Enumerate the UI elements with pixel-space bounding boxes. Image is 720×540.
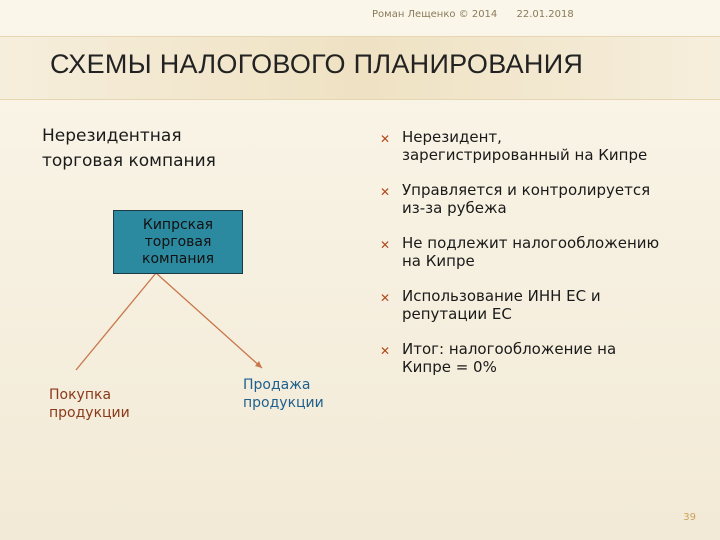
x-mark-icon: ✕ xyxy=(380,185,391,199)
bullet-line: Кипре = 0% xyxy=(402,358,497,376)
bullet-text: Не подлежит налогообложению на Кипре xyxy=(400,234,659,270)
bullet-item: ✕ Итог: налогообложение на Кипре = 0% xyxy=(380,340,710,376)
sale-line: продукции xyxy=(243,395,324,411)
bullet-line: Итог: налогообложение на xyxy=(402,340,617,358)
page-title: СХЕМЫ НАЛОГОВОГО ПЛАНИРОВАНИЯ xyxy=(50,49,584,79)
bullet-line: зарегистрированный на Кипре xyxy=(402,146,648,164)
company-box-line: торговая xyxy=(144,233,212,250)
bullet-text: Использование ИНН ЕС и репутации ЕС xyxy=(400,287,601,323)
bullet-line: Нерезидент, xyxy=(402,128,502,146)
purchase-line: Покупка xyxy=(49,387,112,403)
bullet-line: репутации ЕС xyxy=(402,305,512,323)
company-box-line: Кипрская xyxy=(142,216,214,233)
cyprus-company-box: Кипрская торговая компания xyxy=(113,210,243,274)
title-band xyxy=(0,36,720,100)
page-number: 39 xyxy=(683,512,696,523)
x-mark-icon: ✕ xyxy=(380,132,391,146)
bullet-line: Управляется и контролируется xyxy=(402,181,651,199)
bullet-line: из-за рубежа xyxy=(402,199,507,217)
bullet-item: ✕ Управляется и контролируется из-за руб… xyxy=(380,181,710,217)
connector-line-sell xyxy=(155,272,263,369)
left-heading-line: торговая компания xyxy=(42,151,216,171)
x-mark-icon: ✕ xyxy=(380,238,391,252)
sale-line: Продажа xyxy=(243,377,311,393)
bullet-line: Использование ИНН ЕС и xyxy=(402,287,601,305)
left-heading: Нерезидентная торговая компания xyxy=(42,124,302,174)
purchase-label: Покупка продукции xyxy=(49,386,130,422)
purchase-line: продукции xyxy=(49,405,130,421)
sale-label: Продажа продукции xyxy=(243,376,324,412)
x-mark-icon: ✕ xyxy=(380,291,391,305)
bullet-line: на Кипре xyxy=(402,252,475,270)
arrowhead-icon xyxy=(255,361,262,368)
x-mark-icon: ✕ xyxy=(380,344,391,358)
bullet-list: ✕ Нерезидент, зарегистрированный на Кипр… xyxy=(380,128,710,393)
date-label: 22.01.2018 xyxy=(516,9,574,20)
bullet-item: ✕ Нерезидент, зарегистрированный на Кипр… xyxy=(380,128,710,164)
bullet-line: Не подлежит налогообложению xyxy=(402,234,660,252)
bullet-text: Управляется и контролируется из-за рубеж… xyxy=(400,181,650,217)
connector-line-buy xyxy=(75,272,157,371)
author-label: Роман Лещенко © 2014 xyxy=(372,9,498,20)
bullet-item: ✕ Использование ИНН ЕС и репутации ЕС xyxy=(380,287,710,323)
company-box-line: компания xyxy=(142,250,214,267)
bullet-text: Нерезидент, зарегистрированный на Кипре xyxy=(400,128,647,164)
slide-header: Роман Лещенко © 2014 22.01.2018 xyxy=(372,9,590,20)
bullet-text: Итог: налогообложение на Кипре = 0% xyxy=(400,340,616,376)
bullet-item: ✕ Не подлежит налогообложению на Кипре xyxy=(380,234,710,270)
left-heading-line: Нерезидентная xyxy=(42,126,182,146)
